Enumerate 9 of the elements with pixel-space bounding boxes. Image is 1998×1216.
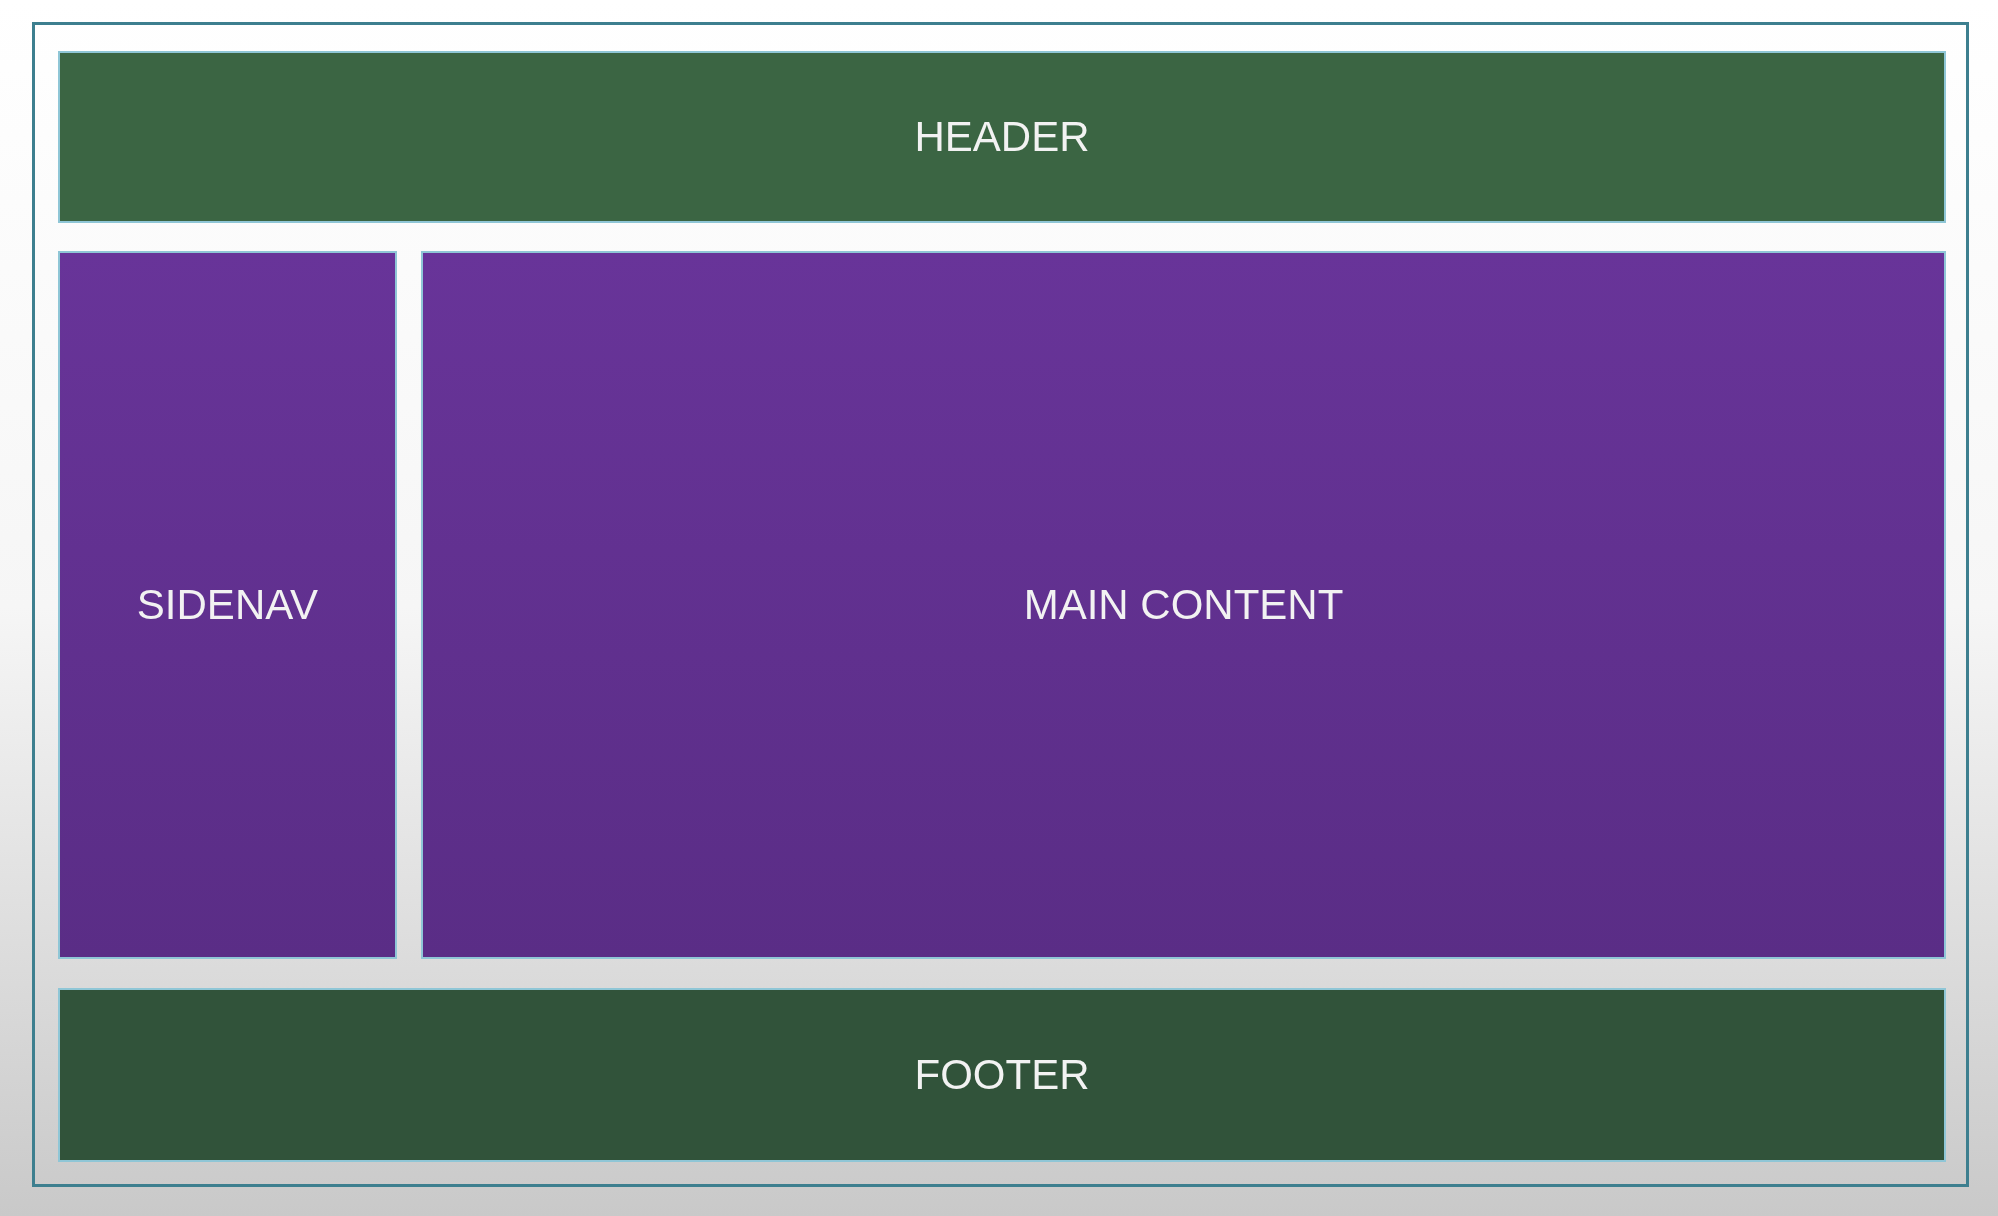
main-content-panel xyxy=(421,251,1946,959)
panel-label: HEADER xyxy=(914,116,1090,158)
panel-label: SIDENAV xyxy=(136,584,319,626)
panel-label: MAIN CONTENT xyxy=(1023,584,1344,626)
panel-label: FOOTER xyxy=(914,1054,1090,1096)
footer-panel xyxy=(58,988,1946,1162)
header-panel xyxy=(58,51,1946,223)
sidenav-panel xyxy=(58,251,397,959)
page-frame xyxy=(32,22,1969,1187)
